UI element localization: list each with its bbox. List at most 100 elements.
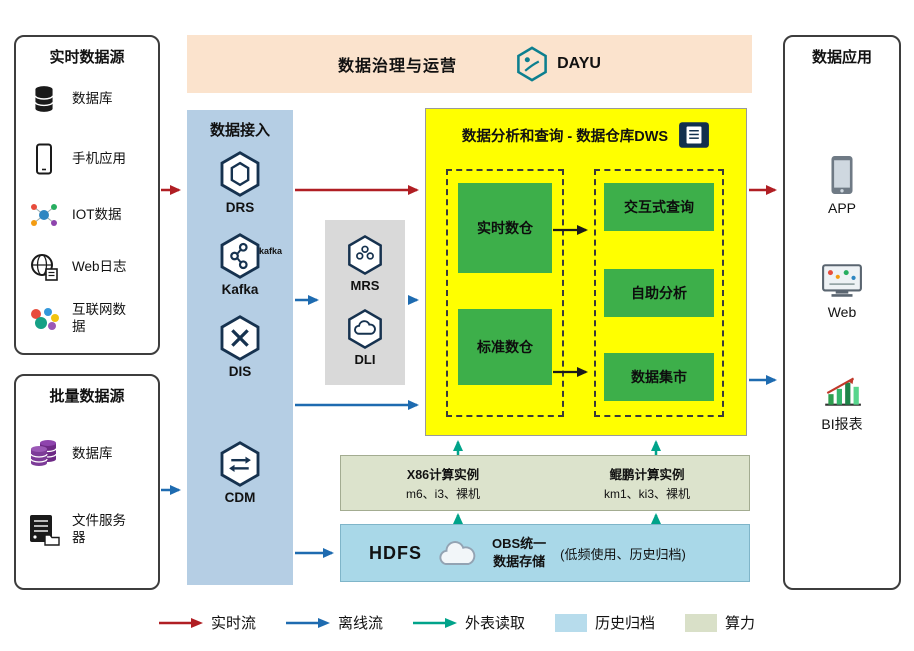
legend-item-realtime-flow: 实时流 — [158, 612, 256, 633]
dayu-hexagon-icon — [515, 45, 549, 83]
data-access-title: 数据接入 — [209, 122, 270, 139]
x86-compute-subtitle: m6、i3、裸机 — [405, 487, 480, 501]
dws-panel: 数据分析和查询 - 数据仓库DWS 实时数仓 标准数仓 交互式查询 自助分析 数… — [425, 108, 747, 436]
batch-sources-title: 批量数据源 — [49, 388, 125, 405]
data-mart-box: 数据集市 — [604, 353, 714, 401]
middleware-item-dli: DLI — [325, 308, 405, 367]
internet-data-icon — [24, 306, 64, 332]
app-item: BI报表 — [785, 373, 899, 434]
list-item: IOT数据 — [24, 193, 152, 237]
list-item: 文件服务器 — [24, 504, 152, 556]
blue-arrow-icon — [285, 617, 330, 629]
middleware-item-label: MRS — [350, 278, 380, 293]
legend-label: 历史归档 — [595, 615, 656, 632]
red-arrow-icon — [158, 617, 203, 629]
legend-label: 离线流 — [337, 615, 383, 632]
cdm-hexagon-icon — [218, 440, 262, 488]
app-item: APP — [785, 155, 899, 216]
realtime-sources-panel: 实时数据源 数据库 手机应用 — [14, 35, 160, 355]
dli-hexagon-icon — [346, 308, 384, 350]
database-purple-icon — [24, 438, 64, 470]
kafka-side-label: kafka — [259, 246, 283, 256]
bi-report-chart-icon — [821, 373, 863, 409]
kunpeng-compute-title: 鲲鹏计算实例 — [609, 468, 685, 482]
access-item-label: DIS — [228, 364, 252, 379]
list-item-label: 数据库 — [72, 445, 113, 461]
legend-item-external-read: 外表读取 — [412, 612, 525, 633]
governance-title: 数据治理与运营 — [338, 58, 458, 75]
database-icon — [24, 84, 64, 114]
dayu-logo: DAYU — [515, 45, 601, 83]
obs-line2: 数据存储 — [493, 554, 546, 569]
web-monitor-icon — [821, 263, 863, 299]
access-item-label: CDM — [224, 490, 256, 505]
obs-line1: OBS统一 — [492, 536, 547, 552]
data-access-panel: 数据接入 DRS kafka — [187, 110, 293, 585]
file-server-icon — [24, 514, 64, 546]
mrs-hexagon-icon — [346, 234, 384, 276]
list-item-label: Web日志 — [72, 258, 127, 274]
middleware-panel: MRS DLI — [325, 220, 405, 385]
app-item-label: BI报表 — [821, 416, 863, 432]
dws-title: 数据分析和查询 - 数据仓库DWS — [461, 128, 669, 145]
access-item-dis: DIS — [187, 314, 293, 379]
compute-power-swatch — [685, 613, 718, 632]
applications-title: 数据应用 — [811, 49, 872, 66]
app-item-label: Web — [827, 304, 857, 320]
self-service-analysis-box: 自助分析 — [604, 269, 714, 317]
list-item: 手机应用 — [24, 137, 152, 181]
kunpeng-compute-group: 鲲鹏计算实例 km1、ki3、裸机 — [545, 456, 749, 510]
access-item-cdm: CDM — [187, 440, 293, 505]
access-item-label: DRS — [225, 200, 255, 215]
legend-label: 外表读取 — [464, 615, 525, 632]
hdfs-label: HDFS — [369, 542, 422, 563]
legend-item-history-archive: 历史归档 — [555, 612, 655, 633]
dayu-label: DAYU — [557, 55, 601, 72]
legend-label: 实时流 — [210, 615, 256, 632]
list-item: Web日志 — [24, 245, 152, 289]
app-item-label: APP — [827, 200, 856, 216]
obs-storage-label: OBS统一 数据存储 — [492, 535, 546, 570]
list-item: 互联网数据 — [24, 297, 152, 341]
compute-panel: X86计算实例 m6、i3、裸机 鲲鹏计算实例 km1、ki3、裸机 — [340, 455, 750, 511]
realtime-warehouse-box: 实时数仓 — [458, 183, 552, 273]
batch-sources-panel: 批量数据源 数据 — [14, 374, 160, 590]
list-item-label: 文件服务器 — [72, 513, 126, 545]
history-archive-swatch — [555, 613, 587, 632]
legend: 实时流 离线流 外表读取 历史归档 算力 — [0, 612, 914, 633]
legend-item-compute-power: 算力 — [685, 612, 755, 633]
dis-hexagon-icon — [218, 314, 262, 362]
governance-banner: 数据治理与运营 DAYU — [187, 35, 752, 93]
middleware-item-label: DLI — [354, 352, 376, 367]
teal-arrow-icon — [412, 617, 457, 629]
list-item-label: IOT数据 — [72, 206, 122, 222]
drs-hexagon-icon — [218, 150, 262, 198]
web-log-globe-icon — [24, 252, 64, 282]
dws-left-group — [446, 169, 564, 417]
x86-compute-group: X86计算实例 m6、i3、裸机 — [341, 456, 545, 510]
access-item-drs: DRS — [187, 150, 293, 215]
x86-compute-title: X86计算实例 — [406, 468, 480, 482]
dws-right-group — [594, 169, 724, 417]
access-item-kafka: kafka Kafka — [187, 232, 293, 297]
mobile-phone-icon — [24, 143, 64, 175]
document-icon — [678, 121, 710, 149]
middleware-item-mrs: MRS — [325, 234, 405, 293]
realtime-sources-title: 实时数据源 — [49, 49, 125, 66]
legend-item-offline-flow: 离线流 — [285, 612, 383, 633]
dws-title-row: 数据分析和查询 - 数据仓库DWS — [426, 109, 746, 149]
list-item: 数据库 — [24, 428, 152, 480]
interactive-query-box: 交互式查询 — [604, 183, 714, 231]
kafka-hexagon-icon — [218, 232, 262, 280]
standard-warehouse-box: 标准数仓 — [458, 309, 552, 385]
list-item-label: 数据库 — [72, 90, 113, 106]
list-item: 数据库 — [24, 77, 152, 121]
list-item-label: 手机应用 — [72, 150, 126, 166]
kunpeng-compute-subtitle: km1、ki3、裸机 — [603, 487, 690, 501]
app-item: Web — [785, 263, 899, 320]
list-item-label: 互联网数据 — [72, 302, 126, 334]
obs-storage-note: (低频使用、历史归档) — [560, 546, 686, 562]
obs-cloud-icon — [436, 539, 478, 568]
iot-icon — [24, 201, 64, 229]
